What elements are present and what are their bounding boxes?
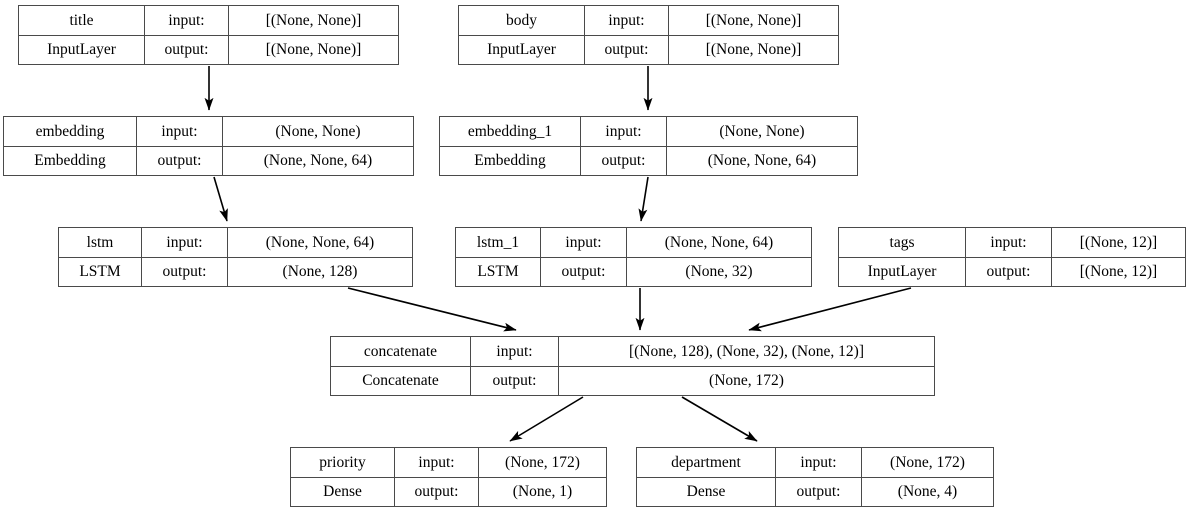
node-class-name-concatenate: Concatenate bbox=[331, 366, 471, 395]
edge-concatenate-to-priority bbox=[509, 396, 584, 442]
node-output-row: LSTM output: (None, 32) bbox=[456, 256, 811, 286]
node-input-label: input: bbox=[585, 6, 669, 35]
node-layer-name-body: body bbox=[459, 6, 585, 35]
node-output-label: output: bbox=[471, 366, 559, 395]
node-class-name-embedding_1: Embedding bbox=[440, 146, 581, 175]
graph-node-department[interactable]: department input: (None, 172) Dense outp… bbox=[636, 447, 994, 507]
node-input-label: input: bbox=[776, 448, 862, 477]
node-input-label: input: bbox=[145, 6, 229, 35]
node-output-row: Concatenate output: (None, 172) bbox=[331, 365, 934, 395]
graph-node-concatenate[interactable]: concatenate input: [(None, 128), (None, … bbox=[330, 336, 935, 396]
node-class-name-department: Dense bbox=[637, 477, 776, 506]
node-input-label: input: bbox=[966, 228, 1052, 257]
node-input-shape-embedding: (None, None) bbox=[275, 122, 361, 140]
graph-node-embedding[interactable]: embedding input: (None, None) Embedding … bbox=[3, 116, 414, 176]
node-input-row: embedding input: (None, None) bbox=[4, 117, 413, 146]
node-output-label: output: bbox=[395, 477, 479, 506]
node-input-label: input: bbox=[541, 228, 627, 257]
node-input-label: input: bbox=[471, 337, 559, 366]
node-output-shape-priority: (None, 1) bbox=[512, 483, 573, 500]
node-input-row: concatenate input: [(None, 128), (None, … bbox=[331, 337, 934, 366]
node-output-shape-department: (None, 4) bbox=[897, 483, 958, 500]
node-class-name-tags: InputLayer bbox=[839, 257, 966, 286]
node-layer-name-concatenate: concatenate bbox=[331, 337, 471, 366]
node-input-label: input: bbox=[137, 117, 223, 146]
edge-embedding-to-lstm bbox=[213, 176, 228, 222]
node-input-shape-concatenate: [(None, 128), (None, 32), (None, 12)] bbox=[628, 342, 864, 360]
node-output-shape-title: [(None, None)] bbox=[265, 41, 362, 58]
node-output-label: output: bbox=[776, 477, 862, 506]
node-layer-name-priority: priority bbox=[291, 448, 395, 477]
edge-lstm-to-concatenate bbox=[347, 287, 517, 332]
node-input-shape-lstm_1: (None, None, 64) bbox=[664, 233, 774, 251]
node-output-label: output: bbox=[541, 257, 627, 286]
node-layer-name-lstm_1: lstm_1 bbox=[456, 228, 541, 257]
node-input-shape-title: [(None, None)] bbox=[265, 11, 362, 29]
node-input-row: priority input: (None, 172) bbox=[291, 448, 606, 477]
node-input-shape-tags: [(None, 12)] bbox=[1079, 233, 1158, 251]
node-input-row: title input: [(None, None)] bbox=[19, 6, 398, 35]
edge-embedding_1-to-lstm_1 bbox=[638, 176, 649, 222]
node-output-row: Dense output: (None, 1) bbox=[291, 476, 606, 506]
node-output-shape-concatenate: (None, 172) bbox=[709, 372, 784, 389]
node-class-name-body: InputLayer bbox=[459, 35, 585, 64]
node-output-row: Dense output: (None, 4) bbox=[637, 476, 993, 506]
node-class-name-title: InputLayer bbox=[19, 35, 145, 64]
node-class-name-embedding: Embedding bbox=[4, 146, 137, 175]
node-output-row: InputLayer output: [(None, None)] bbox=[459, 34, 838, 64]
node-input-shape-body: [(None, None)] bbox=[705, 11, 802, 29]
graph-node-body[interactable]: body input: [(None, None)] InputLayer ou… bbox=[458, 5, 839, 65]
node-output-label: output: bbox=[581, 146, 667, 175]
graph-node-lstm[interactable]: lstm input: (None, None, 64) LSTM output… bbox=[58, 227, 413, 287]
graph-node-embedding_1[interactable]: embedding_1 input: (None, None) Embeddin… bbox=[439, 116, 858, 176]
node-output-row: LSTM output: (None, 128) bbox=[59, 256, 412, 286]
node-output-label: output: bbox=[137, 146, 223, 175]
node-output-label: output: bbox=[585, 35, 669, 64]
node-input-shape-embedding_1: (None, None) bbox=[719, 122, 805, 140]
node-output-label: output: bbox=[142, 257, 228, 286]
node-input-row: body input: [(None, None)] bbox=[459, 6, 838, 35]
node-output-row: InputLayer output: [(None, None)] bbox=[19, 34, 398, 64]
node-input-shape-department: (None, 172) bbox=[890, 453, 965, 471]
node-input-shape-lstm: (None, None, 64) bbox=[265, 233, 375, 251]
node-layer-name-embedding_1: embedding_1 bbox=[440, 117, 581, 146]
graph-node-title[interactable]: title input: [(None, None)] InputLayer o… bbox=[18, 5, 399, 65]
node-class-name-lstm_1: LSTM bbox=[456, 257, 541, 286]
node-layer-name-lstm: lstm bbox=[59, 228, 142, 257]
node-class-name-priority: Dense bbox=[291, 477, 395, 506]
node-layer-name-embedding: embedding bbox=[4, 117, 137, 146]
node-input-shape-priority: (None, 172) bbox=[505, 453, 580, 471]
node-output-label: output: bbox=[145, 35, 229, 64]
graph-node-tags[interactable]: tags input: [(None, 12)] InputLayer outp… bbox=[838, 227, 1186, 287]
node-input-row: lstm input: (None, None, 64) bbox=[59, 228, 412, 257]
node-output-row: Embedding output: (None, None, 64) bbox=[440, 145, 857, 175]
node-input-label: input: bbox=[581, 117, 667, 146]
node-output-shape-lstm: (None, 128) bbox=[282, 263, 358, 280]
graph-node-lstm_1[interactable]: lstm_1 input: (None, None, 64) LSTM outp… bbox=[455, 227, 812, 287]
node-input-row: lstm_1 input: (None, None, 64) bbox=[456, 228, 811, 257]
node-output-shape-embedding_1: (None, None, 64) bbox=[707, 152, 817, 169]
node-layer-name-tags: tags bbox=[839, 228, 966, 257]
node-input-row: tags input: [(None, 12)] bbox=[839, 228, 1185, 257]
node-output-label: output: bbox=[966, 257, 1052, 286]
node-layer-name-department: department bbox=[637, 448, 776, 477]
node-class-name-lstm: LSTM bbox=[59, 257, 142, 286]
node-output-shape-lstm_1: (None, 32) bbox=[685, 263, 753, 280]
node-output-shape-body: [(None, None)] bbox=[705, 41, 802, 58]
node-input-label: input: bbox=[142, 228, 228, 257]
node-input-label: input: bbox=[395, 448, 479, 477]
node-output-row: InputLayer output: [(None, 12)] bbox=[839, 256, 1185, 286]
node-input-row: embedding_1 input: (None, None) bbox=[440, 117, 857, 146]
edge-tags-to-concatenate bbox=[748, 287, 912, 332]
node-output-shape-tags: [(None, 12)] bbox=[1079, 263, 1158, 280]
node-output-row: Embedding output: (None, None, 64) bbox=[4, 145, 413, 175]
edge-concatenate-to-department bbox=[681, 396, 758, 442]
node-output-shape-embedding: (None, None, 64) bbox=[263, 152, 373, 169]
node-layer-name-title: title bbox=[19, 6, 145, 35]
graph-node-priority[interactable]: priority input: (None, 172) Dense output… bbox=[290, 447, 607, 507]
node-input-row: department input: (None, 172) bbox=[637, 448, 993, 477]
